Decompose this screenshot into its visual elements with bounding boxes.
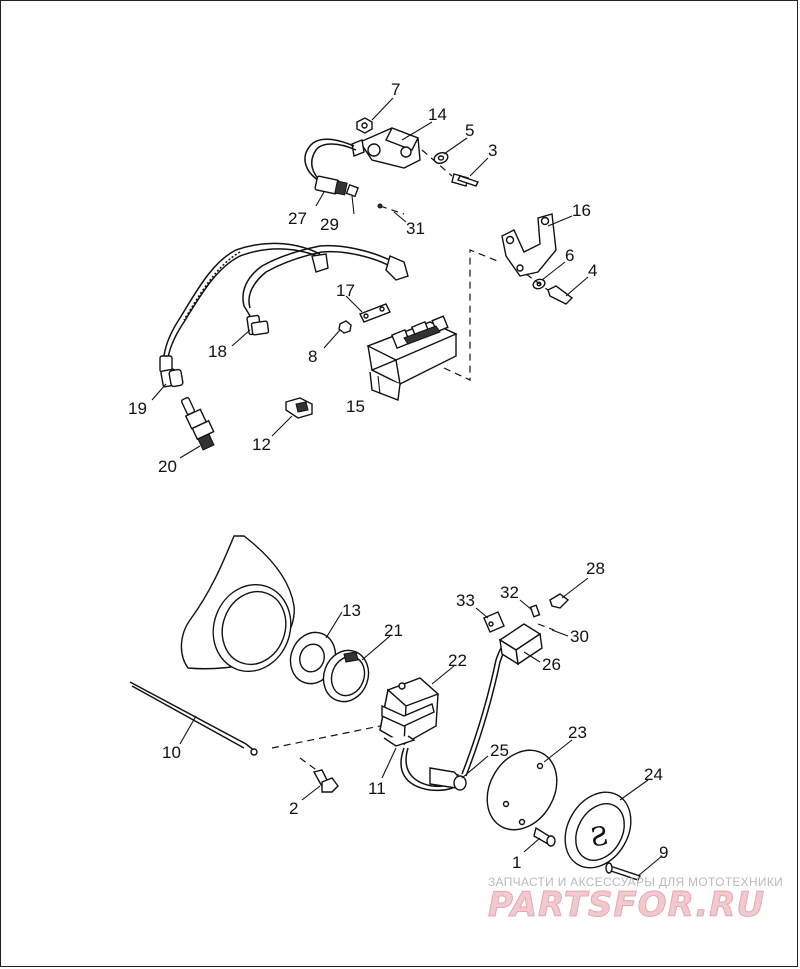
- alignment-line-module: [271, 725, 381, 749]
- callout-1: 1: [512, 853, 521, 872]
- part-1-screw: [533, 826, 556, 847]
- part-15-ignition-coil: [366, 315, 458, 401]
- part-12-clip: [285, 397, 313, 419]
- part-30-pin: [537, 623, 555, 631]
- part-33-terminal: [483, 611, 505, 633]
- callout-10: 10: [162, 743, 181, 762]
- part-9-screw: [605, 862, 641, 881]
- watermark: ЗАПЧАСТИ И АКСЕССУАРЫ ДЛЯ МОТОТЕХНИКИ PA…: [488, 875, 783, 926]
- part-22-ignition-module: [379, 677, 440, 747]
- callout-2: 2: [289, 799, 298, 818]
- sensor-harness: [304, 138, 355, 181]
- part-29-terminal: [345, 183, 359, 198]
- part-31-pin: [379, 205, 405, 215]
- callout-30: 30: [570, 627, 589, 646]
- callout-24: 24: [644, 765, 663, 784]
- watermark-logo: PARTSFOR.RU: [488, 885, 765, 925]
- part-10-cable-strap: [129, 681, 258, 756]
- leader-lines: [151, 97, 663, 877]
- callout-19: 19: [128, 399, 147, 418]
- callout-25: 25: [490, 741, 509, 760]
- part-25-grommet: [429, 767, 467, 791]
- part-3-bolt: [421, 149, 479, 187]
- part-20-spark-plug: [180, 397, 215, 451]
- callout-6: 6: [565, 246, 574, 265]
- callout-14: 14: [428, 105, 447, 124]
- part-26-connector: [498, 623, 543, 666]
- callout-21: 21: [384, 621, 403, 640]
- part-8-nut: [338, 320, 352, 334]
- part-24-timer-cover: Ƨ: [564, 791, 632, 869]
- part-23-mounting-plate: [486, 749, 558, 831]
- callout-4: 4: [588, 261, 597, 280]
- callout-12: 12: [252, 435, 271, 454]
- part-14-sensor: [351, 127, 421, 169]
- callout-11: 11: [368, 779, 386, 798]
- part-4-bolt: [525, 273, 574, 305]
- part-19-spark-plug-wire: [159, 242, 323, 388]
- callout-20: 20: [158, 457, 177, 476]
- callout-15: 15: [346, 397, 365, 416]
- callout-28: 28: [586, 559, 605, 578]
- callout-16: 16: [572, 201, 591, 220]
- callout-17: 17: [336, 281, 355, 300]
- part-21-clamp-band: [322, 649, 370, 703]
- part-32-pin: [529, 604, 541, 618]
- watermark-tagline: ЗАПЧАСТИ И АКСЕССУАРЫ ДЛЯ МОТОТЕХНИКИ: [488, 875, 783, 889]
- part-16-bracket: [501, 213, 557, 277]
- callout-33: 33: [456, 591, 475, 610]
- outer-cover: [180, 535, 295, 673]
- callout-32: 32: [500, 583, 519, 602]
- alignment-line-screw: [299, 757, 323, 775]
- callout-26: 26: [542, 655, 561, 674]
- callout-3: 3: [488, 141, 497, 160]
- callout-18: 18: [208, 342, 227, 361]
- callout-7: 7: [391, 80, 400, 99]
- callout-9: 9: [659, 843, 668, 862]
- part-2-bolt: [312, 769, 339, 793]
- callout-23: 23: [568, 723, 587, 742]
- callout-5: 5: [465, 121, 474, 140]
- part-27-connector: [314, 175, 348, 196]
- callout-29: 29: [320, 215, 339, 234]
- alignment-line-coil: [443, 249, 501, 381]
- callout-13: 13: [342, 601, 361, 620]
- callout-31: 31: [406, 219, 425, 238]
- part-7-nut: [356, 117, 373, 134]
- callout-22: 22: [448, 651, 467, 670]
- part-17-plate: [359, 303, 391, 323]
- callout-27: 27: [288, 209, 307, 228]
- part-5-washer: [433, 152, 449, 164]
- part-18-spark-plug-wire: [242, 244, 409, 336]
- callout-8: 8: [308, 347, 317, 366]
- svg-text:Ƨ: Ƨ: [588, 821, 611, 854]
- callout-labels: 7 14 5 3 16 6 4 27 29 31 17 8 15 18 19 2…: [128, 80, 668, 872]
